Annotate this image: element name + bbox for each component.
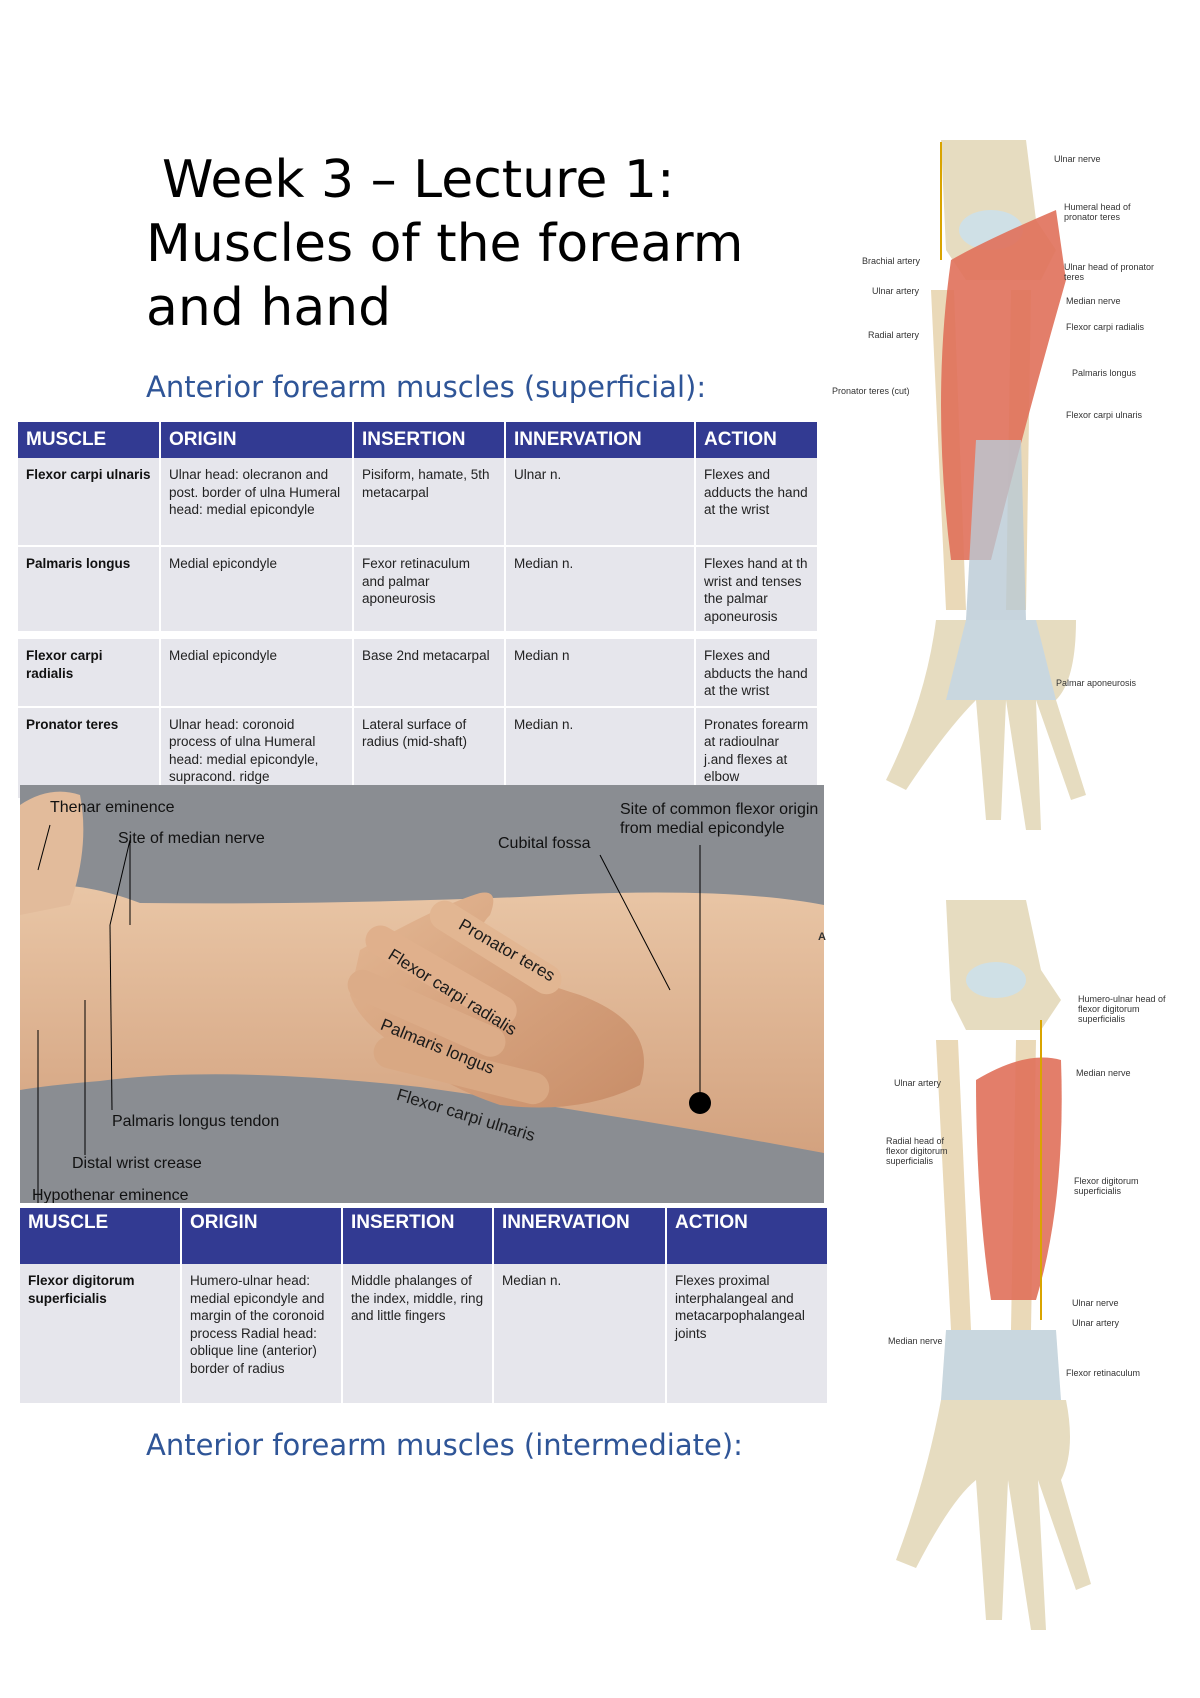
cell-insertion: Fexor retinaculum and palmar aponeurosis bbox=[353, 546, 506, 633]
label-cubital: Cubital fossa bbox=[498, 835, 591, 852]
fig-label-radial-artery: Radial artery bbox=[868, 330, 920, 340]
subheading-intermediate: Anterior forearm muscles (intermediate): bbox=[146, 1428, 743, 1462]
cell-muscle: Flexor digitorum superficialis bbox=[20, 1264, 182, 1405]
cell-origin: Medial epicondyle bbox=[160, 639, 354, 708]
superficial-anatomy-illustration bbox=[886, 140, 1086, 830]
table-row: Palmaris longus Medial epicondyle Fexor … bbox=[18, 546, 819, 633]
intermediate-anatomy-illustration bbox=[896, 900, 1091, 1630]
fig-label-fds: Flexor digitorum superficialis bbox=[1074, 1176, 1139, 1196]
title-line-1: Week 3 – Lecture 1: bbox=[162, 150, 675, 210]
cell-action: Flexes hand at th wrist and tenses the p… bbox=[695, 546, 819, 633]
fig-label-ulnar-nerve: Ulnar nerve bbox=[1054, 154, 1101, 164]
header-muscle: MUSCLE bbox=[18, 422, 161, 458]
fig-label-pronator-cut: Pronator teres (cut) bbox=[832, 386, 910, 396]
cell-insertion: Lateral surface of radius (mid-shaft) bbox=[353, 706, 506, 800]
label-distal-crease: Distal wrist crease bbox=[72, 1155, 202, 1172]
cell-origin: Ulnar head: coronoid process of ulna Hum… bbox=[160, 706, 354, 800]
header-origin: ORIGIN bbox=[160, 422, 354, 458]
cell-muscle: Flexor carpi radialis bbox=[18, 639, 161, 708]
table-row: Flexor carpi ulnaris Ulnar head: olecran… bbox=[18, 458, 819, 547]
fig-label-median-nerve-b2: Median nerve bbox=[888, 1336, 943, 1346]
header-action: ACTION bbox=[666, 1208, 829, 1264]
anatomy-figure-superficial: Ulnar nerve Humeral head of pronator ter… bbox=[826, 140, 1166, 900]
lecture-title: Week 3 – Lecture 1: Muscles of the forea… bbox=[146, 148, 796, 340]
subheading-superficial: Anterior forearm muscles (superficial): bbox=[146, 370, 707, 404]
table-header-row: MUSCLE ORIGIN INSERTION INNERVATION ACTI… bbox=[20, 1208, 829, 1264]
forearm-surface-photo: Thenar eminence Site of median nerve Cub… bbox=[20, 785, 824, 1203]
title-line-2: Muscles of the forearm bbox=[146, 214, 744, 274]
cell-innervation: Ulnar n. bbox=[505, 458, 696, 547]
header-innervation: INNERVATION bbox=[505, 422, 696, 458]
cell-muscle: Pronator teres bbox=[18, 706, 161, 800]
cell-innervation: Median n. bbox=[493, 1264, 667, 1405]
cell-origin: Ulnar head: olecranon and post. border o… bbox=[160, 458, 354, 547]
cell-action: Flexes and abducts the hand at the wrist bbox=[695, 639, 819, 708]
forearm-illustration bbox=[20, 791, 824, 1203]
superficial-muscles-table: MUSCLE ORIGIN INSERTION INNERVATION ACTI… bbox=[18, 422, 819, 800]
fig-label-palmaris-longus: Palmaris longus bbox=[1072, 368, 1137, 378]
fig-label-radial-head: Radial head of flexor digitorum superfic… bbox=[886, 1136, 948, 1166]
header-insertion: INSERTION bbox=[353, 422, 506, 458]
fig-label-ulnar-artery-b: Ulnar artery bbox=[894, 1078, 942, 1088]
cell-action: Flexes and adducts the hand at the wrist bbox=[695, 458, 819, 547]
label-median-site: Site of median nerve bbox=[118, 830, 265, 847]
table-row: Flexor digitorum superficialis Humero-ul… bbox=[20, 1264, 829, 1405]
fig-label-median-nerve-b: Median nerve bbox=[1076, 1068, 1131, 1078]
title-line-3: and hand bbox=[146, 278, 392, 338]
label-common-flexor: Site of common flexor origin from medial… bbox=[620, 801, 819, 837]
table-header-row: MUSCLE ORIGIN INSERTION INNERVATION ACTI… bbox=[18, 422, 819, 458]
fig-label-ulnar-head-pt: Ulnar head of pronator teres bbox=[1064, 262, 1155, 282]
cell-origin: Humero-ulnar head: medial epicondyle and… bbox=[181, 1264, 343, 1405]
header-origin: ORIGIN bbox=[181, 1208, 343, 1264]
header-action: ACTION bbox=[695, 422, 819, 458]
cell-origin: Medial epicondyle bbox=[160, 546, 354, 633]
fig-label-fcr: Flexor carpi radialis bbox=[1066, 322, 1145, 332]
header-innervation: INNERVATION bbox=[493, 1208, 667, 1264]
fig-label-ulnar-artery: Ulnar artery bbox=[872, 286, 920, 296]
label-hypothenar: Hypothenar eminence bbox=[32, 1187, 189, 1203]
label-thenar: Thenar eminence bbox=[50, 799, 175, 816]
cell-insertion: Pisiform, hamate, 5th metacarpal bbox=[353, 458, 506, 547]
fig-label-palmar-aponeurosis: Palmar aponeurosis bbox=[1056, 678, 1137, 688]
cell-muscle: Palmaris longus bbox=[18, 546, 161, 633]
cell-innervation: Median n. bbox=[505, 706, 696, 800]
anatomy-figure-intermediate: A Humero-ulnar head of flexor digitorum … bbox=[818, 900, 1166, 1670]
fig-label-humero-ulnar: Humero-ulnar head of flexor digitorum su… bbox=[1078, 994, 1166, 1024]
cell-action: Pronates forearm at radioulnar j.and fle… bbox=[695, 706, 819, 800]
fig-label-ulnar-nerve-b: Ulnar nerve bbox=[1072, 1298, 1119, 1308]
cell-muscle: Flexor carpi ulnaris bbox=[18, 458, 161, 547]
fig-label-brachial-artery: Brachial artery bbox=[862, 256, 921, 266]
fig-label-letter-a: A bbox=[818, 931, 826, 943]
table-row: Flexor carpi radialis Medial epicondyle … bbox=[18, 639, 819, 708]
header-muscle: MUSCLE bbox=[20, 1208, 182, 1264]
fig-label-fcu: Flexor carpi ulnaris bbox=[1066, 410, 1143, 420]
header-insertion: INSERTION bbox=[342, 1208, 494, 1264]
cell-action: Flexes proximal interphalangeal and meta… bbox=[666, 1264, 829, 1405]
fig-label-flexor-retinaculum: Flexor retinaculum bbox=[1066, 1368, 1141, 1378]
table-row: Pronator teres Ulnar head: coronoid proc… bbox=[18, 706, 819, 800]
fig-label-humeral-head-pt: Humeral head of pronator teres bbox=[1064, 202, 1131, 222]
fig-label-ulnar-artery-b2: Ulnar artery bbox=[1072, 1318, 1120, 1328]
cell-innervation: Median n bbox=[505, 639, 696, 708]
fig-label-median-nerve: Median nerve bbox=[1066, 296, 1121, 306]
label-palmaris-tendon: Palmaris longus tendon bbox=[112, 1113, 280, 1130]
cell-insertion: Base 2nd metacarpal bbox=[353, 639, 506, 708]
cell-insertion: Middle phalanges of the index, middle, r… bbox=[342, 1264, 494, 1405]
cell-innervation: Median n. bbox=[505, 546, 696, 633]
intermediate-muscles-table: MUSCLE ORIGIN INSERTION INNERVATION ACTI… bbox=[20, 1208, 829, 1405]
